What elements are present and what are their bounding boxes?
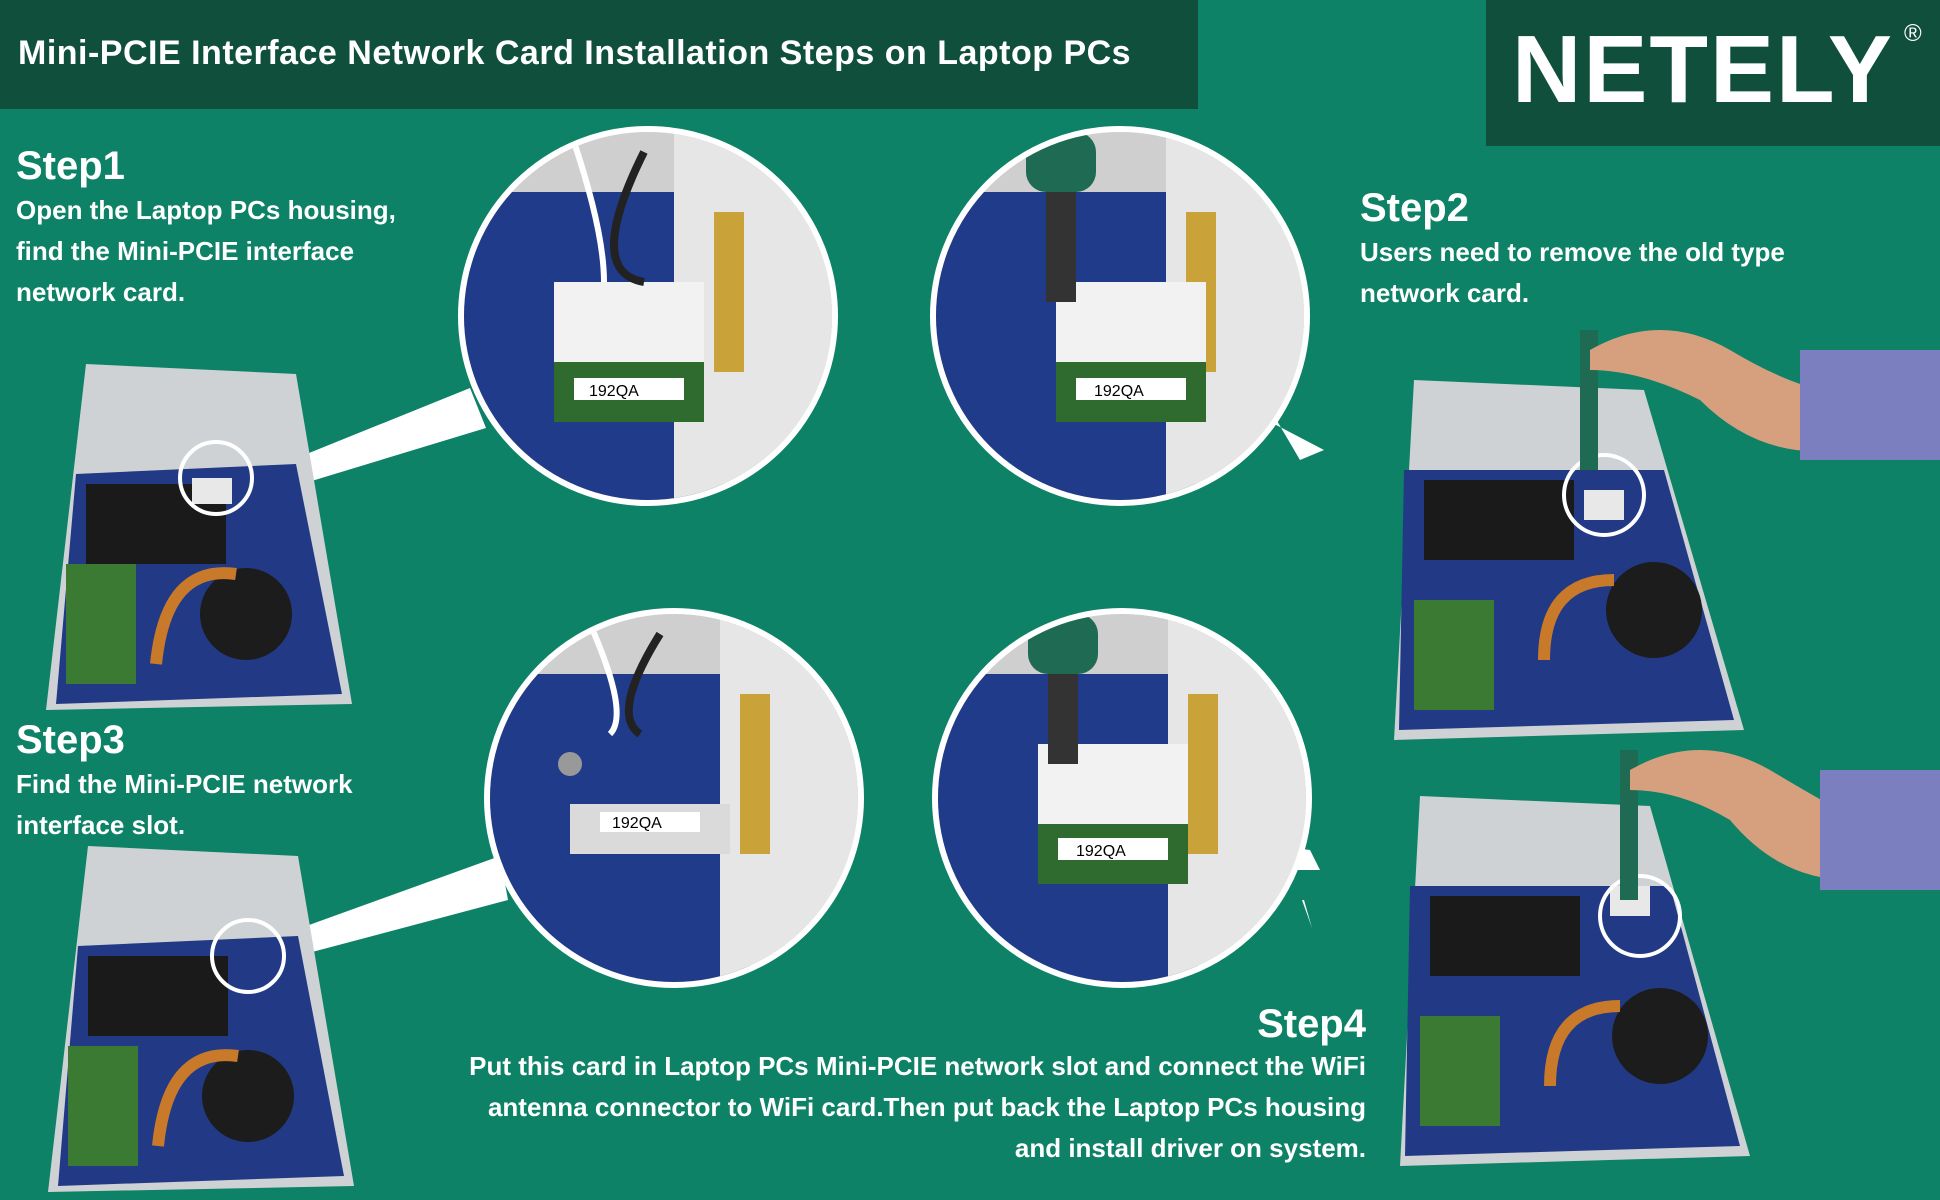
step3-line: Find the Mini-PCIE network xyxy=(16,769,353,799)
hand-with-screwdriver-step2 xyxy=(1580,330,1940,470)
step2-heading: Step2 xyxy=(1360,186,1469,230)
laptop-image-step2 xyxy=(1394,380,1744,740)
laptop-image-step3 xyxy=(48,846,354,1192)
step3-description: Find the Mini-PCIE network interface slo… xyxy=(16,764,353,846)
zoom-image-step1: 192QA xyxy=(458,126,838,506)
zoom-image-step4: 192QA xyxy=(932,608,1312,988)
step1-line: find the Mini-PCIE interface xyxy=(16,236,355,266)
highlight-circle xyxy=(1562,453,1646,537)
step2-description: Users need to remove the old type networ… xyxy=(1360,232,1785,314)
step4-line: antenna connector to WiFi card.Then put … xyxy=(487,1092,1366,1122)
card-label: 192QA xyxy=(1076,843,1126,860)
registered-mark: ® xyxy=(1904,20,1922,47)
hand-with-screwdriver-step4 xyxy=(1620,750,1940,900)
logo-text: NETELY xyxy=(1512,16,1894,123)
step4-line: Put this card in Laptop PCs Mini-PCIE ne… xyxy=(469,1051,1366,1081)
zoom-image-step3: 192QA xyxy=(484,608,864,988)
step1-heading: Step1 xyxy=(16,144,125,188)
laptop-image-step4 xyxy=(1400,796,1750,1166)
brand-logo: NETELY ® xyxy=(1486,0,1940,146)
laptop-image-step1 xyxy=(46,364,352,710)
step1-line: network card. xyxy=(16,277,186,307)
card-label: 192QA xyxy=(589,383,639,400)
step3-line: interface slot. xyxy=(16,810,186,840)
step4-line: and install driver on system. xyxy=(1014,1133,1366,1163)
step2-line: Users need to remove the old type xyxy=(1360,237,1785,267)
highlight-circle xyxy=(178,440,254,516)
card-label: 192QA xyxy=(1094,383,1144,400)
step4-heading: Step4 xyxy=(1257,1002,1366,1046)
step1-description: Open the Laptop PCs housing, find the Mi… xyxy=(16,190,396,313)
step1-line: Open the Laptop PCs housing, xyxy=(16,195,396,225)
callout-wedge-step4b xyxy=(1302,900,1312,928)
step3-heading: Step3 xyxy=(16,718,125,762)
page-title: Mini-PCIE Interface Network Card Install… xyxy=(18,34,1132,72)
step2-line: network card. xyxy=(1360,278,1530,308)
zoom-image-step2: 192QA xyxy=(930,126,1310,506)
highlight-circle xyxy=(1598,874,1682,958)
title-banner: Mini-PCIE Interface Network Card Install… xyxy=(0,0,1198,109)
step4-description: Put this card in Laptop PCs Mini-PCIE ne… xyxy=(360,1046,1366,1169)
highlight-circle xyxy=(210,918,286,994)
card-label: 192QA xyxy=(612,815,662,832)
